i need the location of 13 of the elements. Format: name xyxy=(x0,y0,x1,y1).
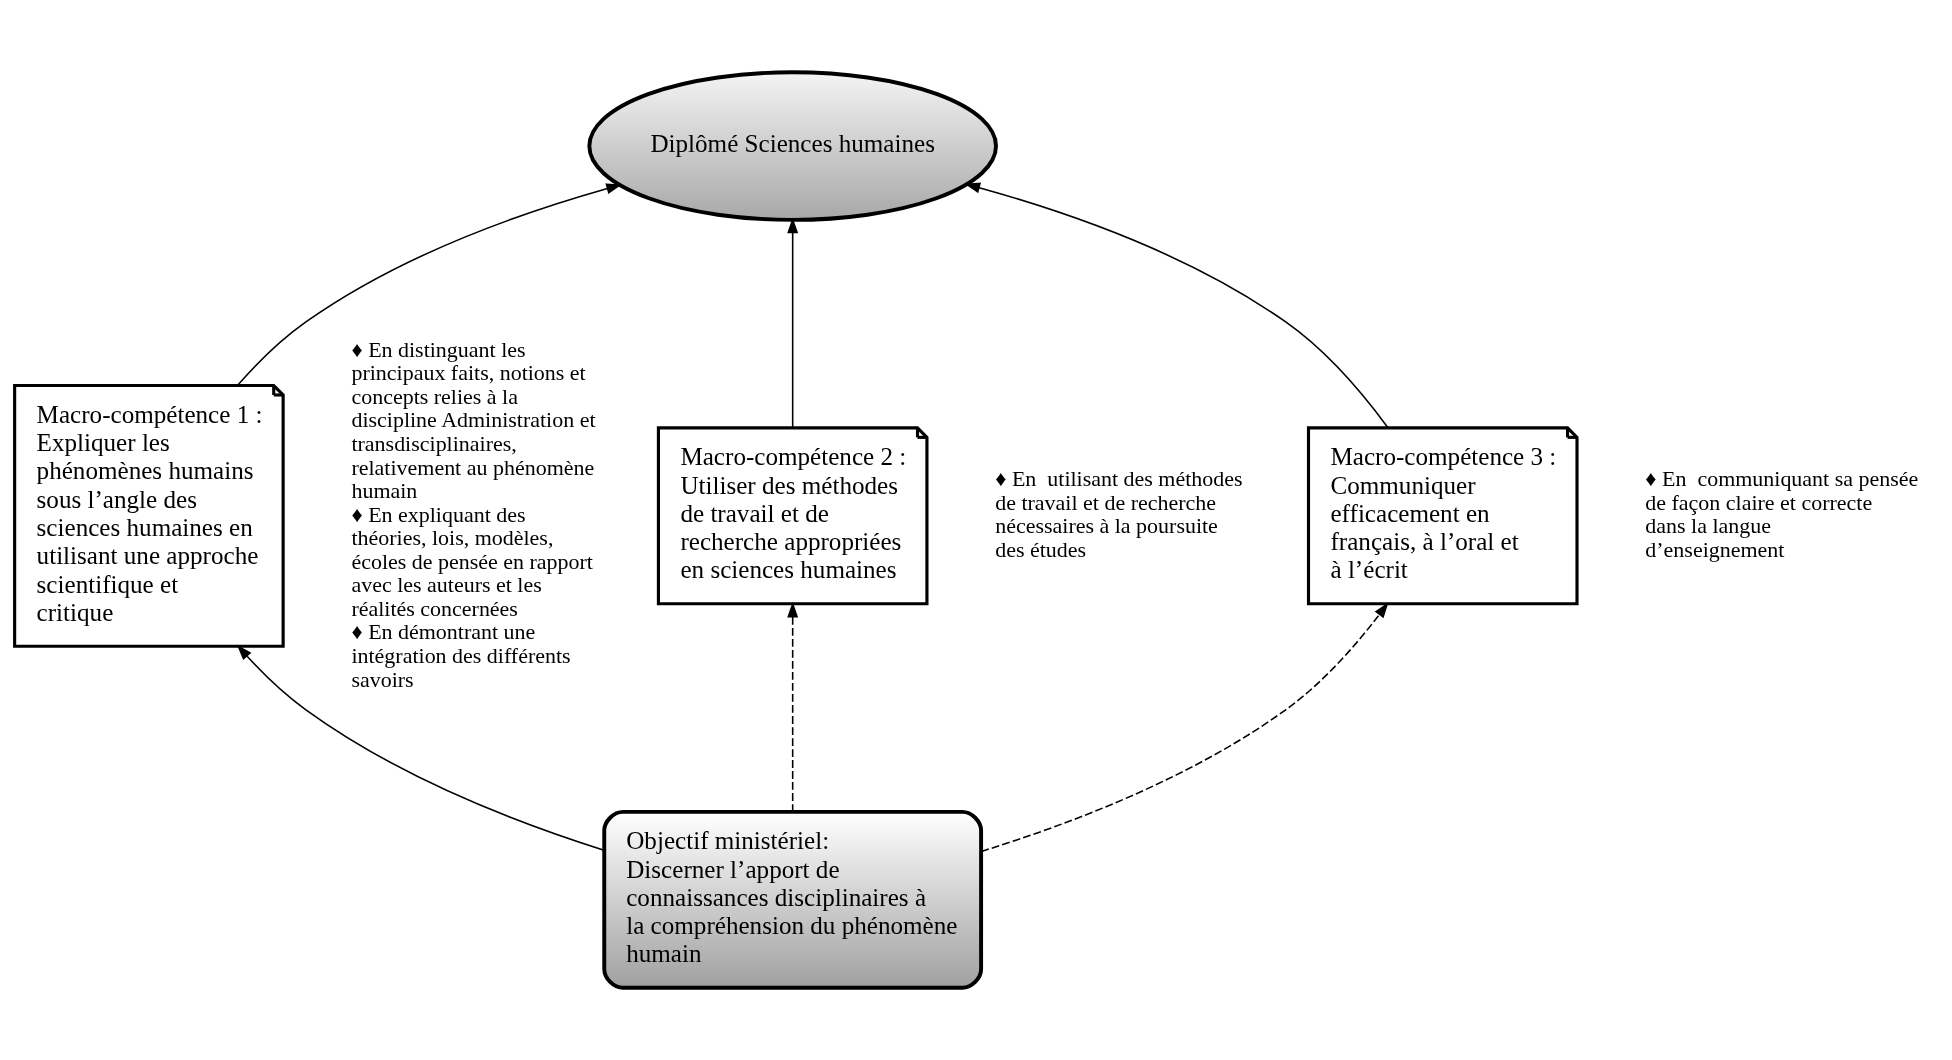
node-box: Objectif ministériel: Discerner l’apport de connaissances disciplinaires à la compréhension du phénomène humain xyxy=(602,809,984,990)
arrow xyxy=(787,217,799,429)
node-label: ♦ En distinguant les principaux faits, notions et concepts relies à la discipline Administration et transdisciplinaires, relativement au phénomène humain xyxy=(351,336,596,504)
arrow xyxy=(964,182,1389,429)
arrow xyxy=(980,602,1389,853)
arrow xyxy=(236,183,622,387)
arrow xyxy=(787,601,799,813)
node-label: ♦ En expliquant des théories, lois, modèles, écoles de pensée en rapport avec les auteurs et les réalités concernées xyxy=(351,501,593,621)
arrow xyxy=(236,644,605,851)
node-label: ♦ En utilisant des méthodes de travail et de recherche nécessaires à la poursuite des études xyxy=(995,466,1243,563)
node-label: ♦ En démontrant une intégration des différents savoirs xyxy=(351,619,571,692)
node-label: ♦ En communiquant sa pensée de façon claire et correcte dans la langue d’enseignement xyxy=(1645,466,1919,563)
node-ellipse: Diplômé Sciences humaines xyxy=(587,70,998,222)
